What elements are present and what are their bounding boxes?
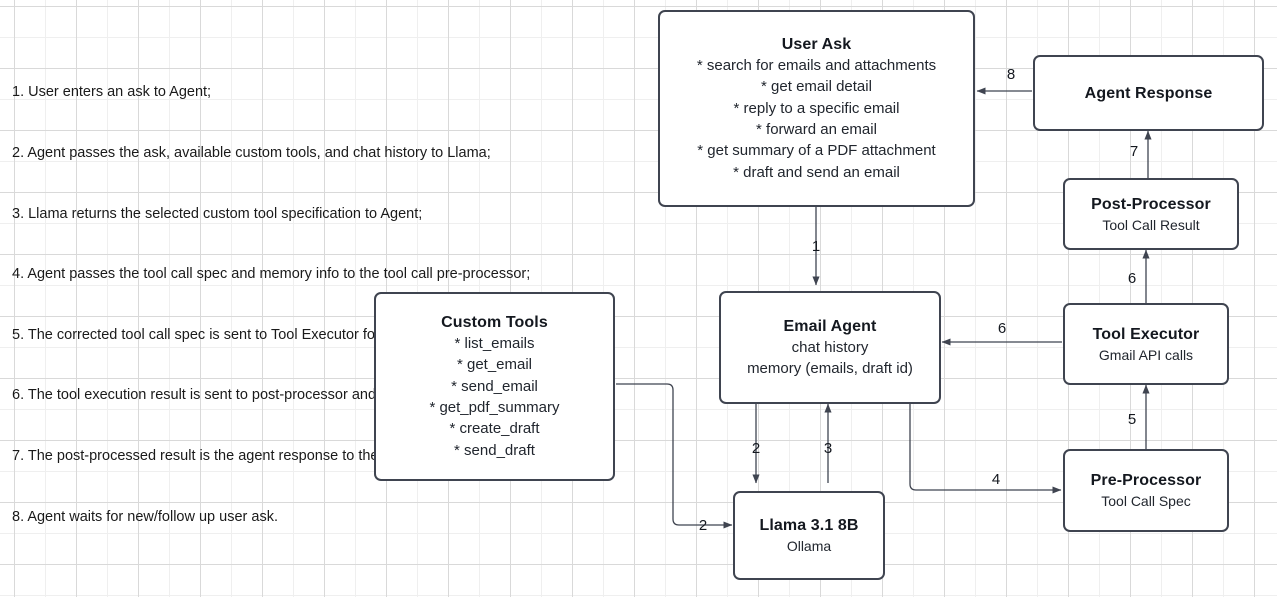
legend-line-4: 4. Agent passes the tool call spec and m… [12, 266, 531, 283]
custom-tools-title: Custom Tools [441, 314, 548, 332]
email-agent-line-2: memory (emails, draft id) [747, 360, 913, 377]
edge-label-2b: 2 [698, 517, 708, 534]
user-ask-item-2: * get email detail [761, 78, 872, 96]
user-ask-item-5: * get summary of a PDF attachment [697, 142, 936, 160]
llama-title: Llama 3.1 8B [759, 517, 859, 534]
edge-label-4: 4 [991, 471, 1001, 488]
edge-label-3: 3 [823, 440, 833, 457]
edge-label-2a: 2 [751, 440, 761, 457]
custom-tools-item-2: * get_email [456, 356, 533, 374]
tool-executor-subtitle: Gmail API calls [1098, 346, 1194, 363]
edge-label-1: 1 [811, 238, 821, 255]
tool-executor-title: Tool Executor [1092, 325, 1200, 343]
legend-line-1: 1. User enters an ask to Agent; [12, 84, 212, 101]
node-tool-executor[interactable]: Tool Executor Gmail API calls [1063, 303, 1229, 385]
user-ask-title: User Ask [781, 36, 852, 54]
custom-tools-item-5: * create_draft [449, 420, 540, 438]
custom-tools-item-6: * send_draft [454, 441, 535, 459]
user-ask-item-4: * forward an email [756, 121, 877, 138]
custom-tools-item-4: * get_pdf_summary [429, 399, 560, 416]
node-pre-processor[interactable]: Pre-Processor Tool Call Spec [1063, 449, 1229, 532]
user-ask-item-1: * search for emails and attachments [696, 57, 937, 75]
agent-response-title: Agent Response [1084, 84, 1213, 102]
node-post-processor[interactable]: Post-Processor Tool Call Result [1063, 178, 1239, 250]
edge-4-path [909, 404, 1062, 494]
post-processor-subtitle: Tool Call Result [1102, 216, 1200, 233]
node-llama[interactable]: Llama 3.1 8B Ollama [733, 491, 885, 580]
edge-label-6b: 6 [1127, 270, 1137, 287]
pre-processor-title: Pre-Processor [1090, 472, 1202, 489]
legend-line-3: 3. Llama returns the selected custom too… [12, 205, 423, 222]
node-agent-response[interactable]: Agent Response [1033, 55, 1264, 131]
edge-2b-path [616, 383, 733, 529]
email-agent-line-1: chat history [791, 338, 869, 356]
node-user-ask[interactable]: User Ask * search for emails and attachm… [658, 10, 975, 207]
edge-label-8: 8 [1006, 66, 1016, 83]
edge-label-6a: 6 [997, 320, 1007, 337]
llama-subtitle: Ollama [786, 538, 832, 554]
user-ask-item-6: * draft and send an email [733, 163, 900, 181]
user-ask-item-3: * reply to a specific email [733, 99, 900, 117]
edge-label-7: 7 [1129, 143, 1139, 160]
legend-line-2: 2. Agent passes the ask, available custo… [12, 145, 491, 162]
node-custom-tools[interactable]: Custom Tools * list_emails * get_email *… [374, 292, 615, 481]
post-processor-title: Post-Processor [1091, 195, 1211, 213]
node-email-agent[interactable]: Email Agent chat history memory (emails,… [719, 291, 941, 404]
edge-label-5: 5 [1127, 411, 1137, 428]
email-agent-title: Email Agent [783, 317, 877, 335]
custom-tools-item-1: * list_emails [454, 335, 535, 353]
custom-tools-item-3: * send_email [451, 377, 538, 395]
legend-line-8: 8. Agent waits for new/follow up user as… [12, 508, 278, 525]
pre-processor-subtitle: Tool Call Spec [1101, 493, 1191, 509]
